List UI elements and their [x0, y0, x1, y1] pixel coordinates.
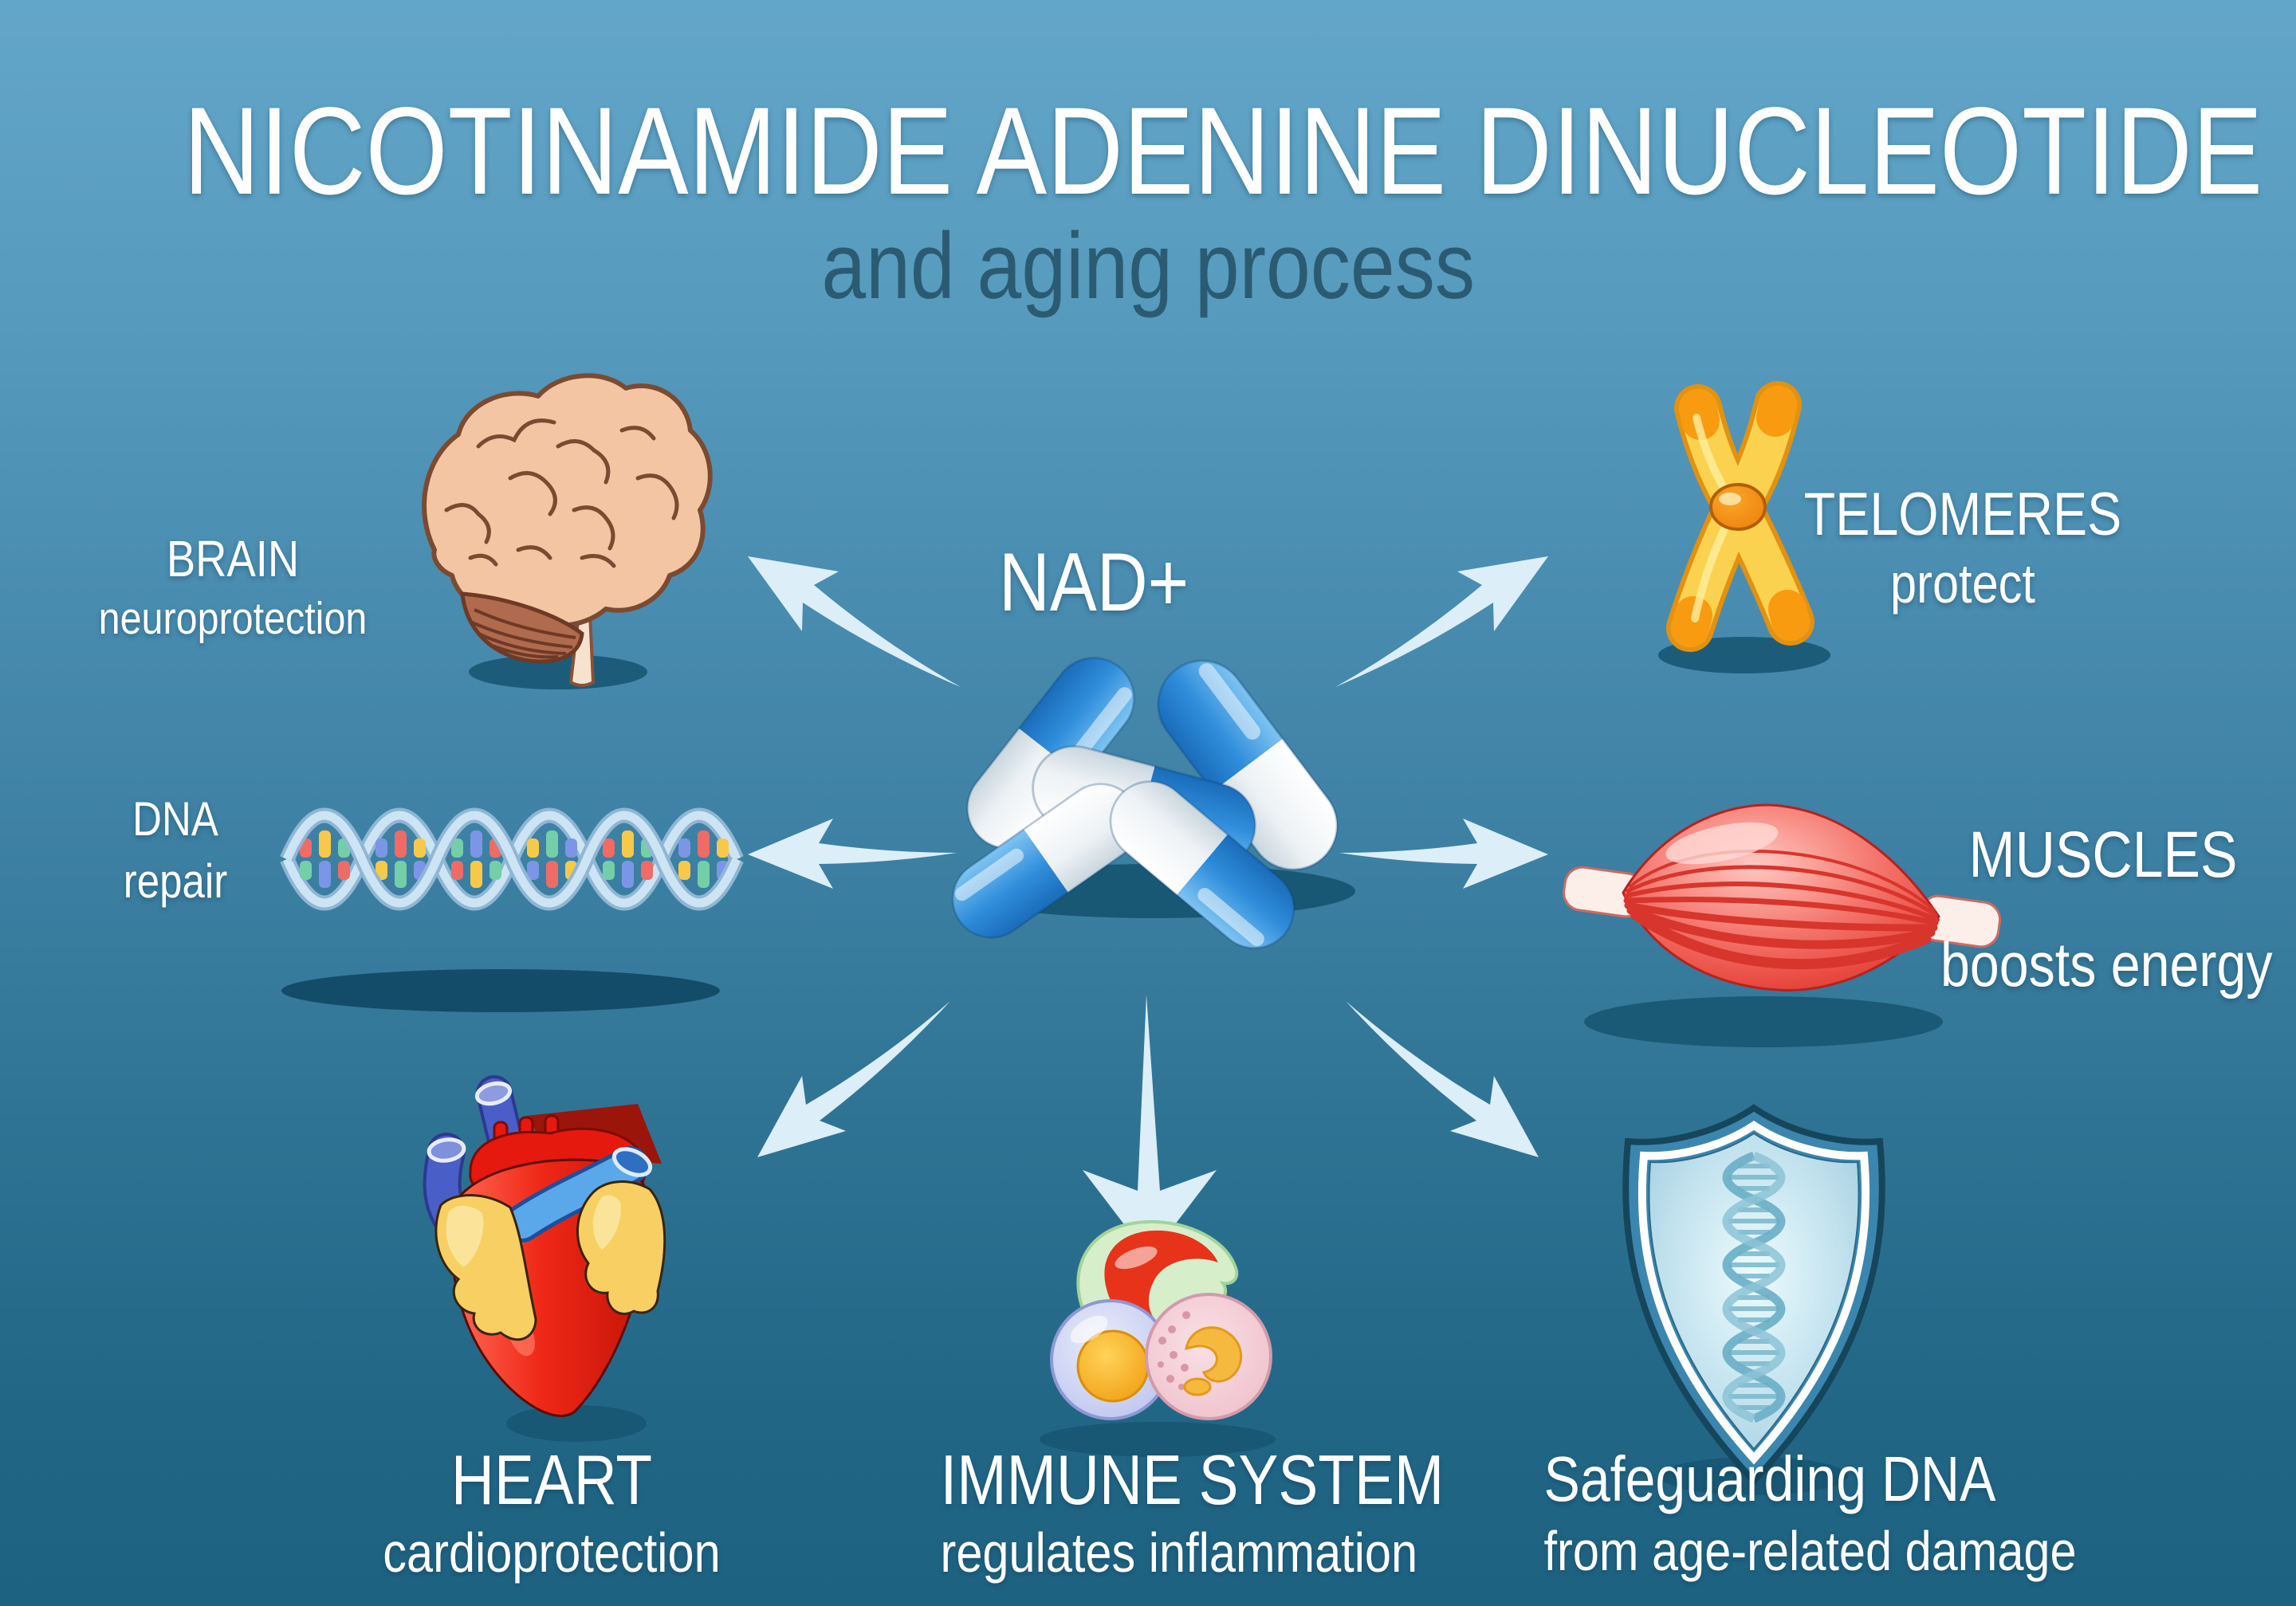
capsule: [1157, 659, 1339, 871]
node-label-muscles: MUSCLES boosts energy: [1912, 819, 2294, 999]
arrow-to-telomeres: [1335, 556, 1548, 687]
arrow-to-muscles: [1339, 819, 1548, 889]
arrow-to-brain: [748, 556, 961, 687]
node-label-brain: BRAIN neuroprotection: [41, 532, 424, 642]
arrows: [748, 556, 1548, 1258]
capsule: [1109, 780, 1295, 949]
page-title-text: NICOTINAMIDE ADENINE DINUCLEOTIDE: [183, 82, 2263, 221]
center-node-label: NAD+: [902, 539, 1285, 626]
immune-sublabel: regulates inflammation: [940, 1522, 1418, 1584]
arrow-to-heart: [757, 1001, 950, 1157]
immune-label: IMMUNE SYSTEM: [940, 1440, 1445, 1519]
chromosome-icon: [1658, 381, 1830, 673]
page-subtitle: and aging process: [0, 214, 2296, 319]
brain-label: BRAIN: [166, 530, 300, 587]
telomeres-label: TELOMERES: [1803, 481, 2122, 548]
heart-label: HEART: [450, 1440, 653, 1519]
arrow-to-dna: [748, 819, 957, 889]
node-label-immune: IMMUNE SYSTEM regulates inflammation: [903, 1440, 1445, 1584]
muscles-label: MUSCLES: [1968, 819, 2238, 891]
node-label-shield: Safeguarding DNA from age-related damage: [1507, 1443, 2077, 1582]
muscle-icon: [1563, 803, 2002, 1047]
node-label-telomeres: TELOMERES protect: [1771, 481, 2154, 615]
dna-sublabel: repair: [123, 854, 228, 908]
immune-cells-icon: [1040, 1219, 1276, 1457]
dna-label: DNA: [132, 792, 218, 846]
telomeres-sublabel: protect: [1890, 552, 2035, 615]
node-label-dna: DNA repair: [16, 794, 335, 906]
dna-helix-icon: [280, 807, 744, 1012]
arrow-to-immune: [1083, 995, 1217, 1258]
heart-sublabel: cardioprotection: [383, 1522, 721, 1584]
shield-dna-icon: [1622, 1104, 1885, 1495]
brain-sublabel: neuroprotection: [98, 592, 368, 644]
shield-sublabel: from age-related damage: [1543, 1519, 2077, 1582]
page-title: NICOTINAMIDE ADENINE DINUCLEOTIDE: [0, 82, 2296, 221]
page-subtitle-text: and aging process: [821, 214, 1475, 319]
node-label-heart: HEART cardioprotection: [344, 1440, 759, 1584]
heart-icon: [423, 1075, 666, 1442]
capsule: [951, 783, 1141, 939]
nad-text: NAD+: [998, 536, 1189, 629]
arrow-to-shield: [1346, 1001, 1539, 1157]
brain-icon: [422, 373, 713, 689]
muscles-sublabel: boosts energy: [1940, 929, 2273, 999]
pills-icon: [951, 657, 1355, 949]
shield-label: Safeguarding DNA: [1543, 1443, 1996, 1514]
